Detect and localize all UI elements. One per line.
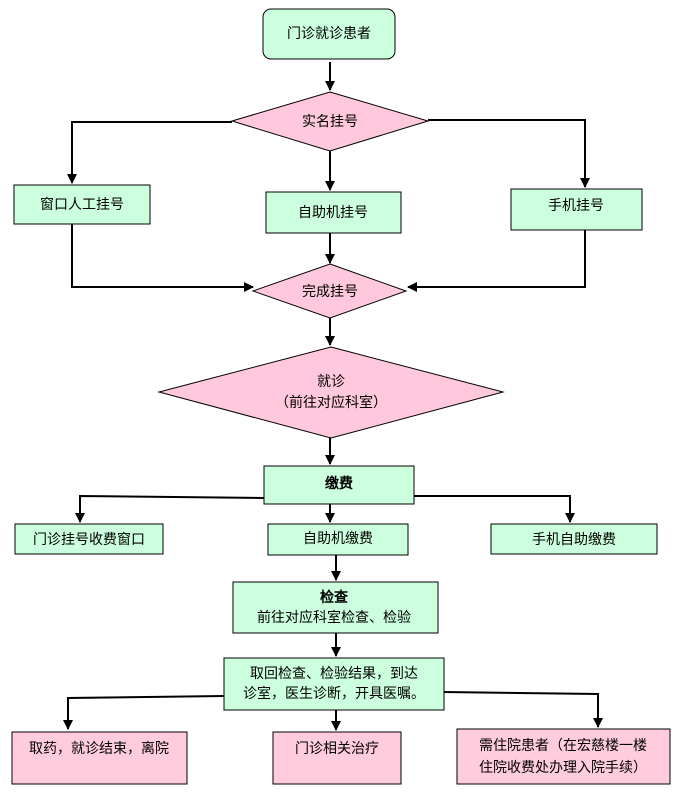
done-reg-label: 完成挂号	[302, 284, 358, 300]
node-window-reg: 窗口人工挂号	[13, 184, 151, 225]
arrow-results-to-admit	[443, 691, 603, 728]
node-out-leave: 取药，就诊结束，离院	[11, 731, 188, 785]
out-admit-line-1: 需住院患者（在宏慈楼一楼	[479, 738, 647, 754]
out-treat-label: 门诊相关治疗	[295, 741, 379, 757]
exam-desc: 前往对应科室检查、检验	[257, 609, 411, 626]
arrow-pay-to-mobile	[414, 495, 575, 523]
node-pay: 缴费	[263, 465, 415, 505]
node-mobile-reg: 手机挂号	[510, 188, 643, 231]
realname-label: 实名挂号	[302, 114, 358, 130]
node-pay-self: 自助机缴费	[267, 523, 409, 556]
node-out-admit: 需住院患者（在宏慈楼一楼 住院收费处办理入院手续）	[456, 728, 671, 785]
arrow-realname-to-window	[67, 121, 232, 184]
node-pay-mobile: 手机自助缴费	[490, 523, 658, 555]
arrow-pay-to-window	[75, 494, 265, 523]
decision-visit: 就诊 （前往对应科室）	[157, 346, 505, 439]
pay-self-label: 自助机缴费	[303, 531, 373, 547]
decision-realname: 实名挂号	[230, 91, 430, 152]
out-admit-line-2: 住院收费处办理入院手续）	[479, 759, 647, 776]
decision-done-reg: 完成挂号	[251, 263, 408, 319]
out-leave-label: 取药，就诊结束，离院	[29, 740, 169, 757]
arrow-mobile-to-done	[407, 230, 586, 292]
node-self-reg: 自助机挂号	[265, 191, 402, 234]
visit-label-1: 就诊	[317, 374, 345, 390]
pay-window-label: 门诊挂号收费窗口	[33, 531, 145, 548]
arrow-window-to-done	[71, 224, 254, 292]
node-start: 门诊就诊患者	[262, 8, 396, 60]
results-line-1: 取回检查、检验结果，到达	[250, 666, 418, 682]
node-exam: 检查 前往对应科室检查、检验	[232, 581, 439, 634]
pay-label: 缴费	[325, 475, 353, 492]
mobile-reg-label: 手机挂号	[548, 198, 604, 214]
start-label: 门诊就诊患者	[287, 26, 371, 42]
arrow-realname-to-mobile	[428, 119, 590, 188]
node-results: 取回检查、检验结果，到达 诊室，医生诊断，开具医嘱。	[223, 657, 445, 711]
self-reg-label: 自助机挂号	[298, 205, 368, 221]
results-line-2: 诊室，医生诊断，开具医嘱。	[243, 685, 425, 702]
visit-label-2: （前往对应科室）	[275, 394, 387, 411]
arrow-results-to-leave	[63, 695, 225, 730]
node-out-treat: 门诊相关治疗	[272, 731, 402, 785]
node-pay-window: 门诊挂号收费窗口	[14, 523, 164, 555]
window-reg-label: 窗口人工挂号	[40, 196, 124, 213]
pay-mobile-label: 手机自助缴费	[532, 532, 616, 548]
connectors	[63, 62, 603, 731]
exam-title: 检查	[320, 589, 349, 606]
